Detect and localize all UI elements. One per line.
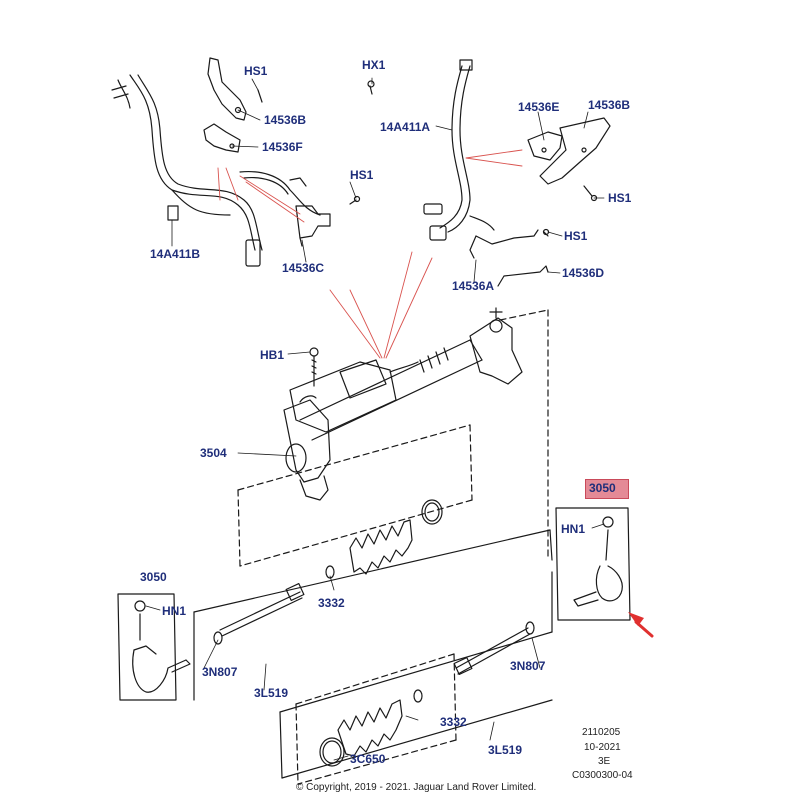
version-code: 3E (598, 756, 611, 767)
ref-code: 2110205 (582, 727, 621, 738)
steering-rack-3504 (283, 307, 523, 501)
tie-rod-enclosure-upper (193, 529, 553, 701)
label-3504: 3504 (200, 446, 227, 460)
label-hs1-b: HS1 (350, 168, 374, 182)
drawing-number: C0300300-04 (572, 770, 633, 781)
label-hn1-right: HN1 (561, 522, 586, 536)
bracket-14536a (469, 229, 539, 259)
bolt-hs1-a (257, 89, 263, 103)
label-hs1-c: HS1 (608, 191, 632, 205)
label-hs1-d: HS1 (564, 229, 588, 243)
bracket-14536b-left (207, 57, 247, 121)
harness-14a411a (423, 59, 495, 241)
bracket-14536d (497, 265, 549, 287)
harness-14a411b (111, 74, 321, 267)
bracket-14536e (527, 131, 563, 161)
leader-lines (145, 77, 605, 761)
label-hs1-a: HS1 (244, 64, 268, 78)
label-14536a: 14536A (452, 279, 495, 293)
tie-rod-3l519-upper (213, 583, 305, 645)
label-14536f: 14536F (262, 140, 303, 154)
label-14536d: 14536D (562, 266, 605, 280)
label-14536c: 14536C (282, 261, 325, 275)
label-3n807-left: 3N807 (202, 665, 238, 679)
label-3c650: 3C650 (350, 752, 386, 766)
bracket-14536c (295, 205, 331, 247)
label-14a411a: 14A411A (380, 120, 431, 134)
gaiter-3332-upper (325, 499, 443, 579)
date-code: 10-2021 (584, 742, 621, 753)
tie-rod-3l519-lower (453, 621, 535, 675)
label-3l519-lower: 3L519 (488, 743, 523, 757)
highlight-box (585, 479, 629, 499)
label-14536b-left: 14536B (264, 113, 307, 127)
label-3l519-upper: 3L519 (254, 686, 289, 700)
bracket-14536b-right (539, 117, 611, 185)
upper-gaiter-enclosure (237, 309, 549, 567)
tie-rod-end-3050-left (117, 593, 191, 701)
label-3332-upper: 3332 (318, 596, 345, 610)
label-14536b-right: 14536B (588, 98, 631, 112)
pointer-arrow-icon (628, 612, 654, 638)
bracket-14536f (203, 123, 241, 153)
red-leader-lines (217, 149, 523, 359)
label-14a411b: 14A411B (150, 247, 201, 261)
label-3n807-right: 3N807 (510, 659, 546, 673)
label-3050-right: 3050 (589, 481, 616, 495)
gaiter-3332-lower (319, 689, 423, 767)
label-14536e: 14536E (518, 100, 560, 114)
bolt-hb1 (309, 347, 319, 387)
label-hn1-left: HN1 (162, 604, 187, 618)
tie-rod-enclosure-lower (279, 571, 553, 779)
tie-rod-end-3050-right (555, 507, 631, 621)
label-3332-lower: 3332 (440, 715, 467, 729)
bolt-hs1-c (583, 185, 593, 197)
lower-gaiter-enclosure (295, 653, 457, 785)
label-hx1: HX1 (362, 58, 386, 72)
label-3050-left: 3050 (140, 570, 167, 584)
label-hb1: HB1 (260, 348, 285, 362)
copyright-text: © Copyright, 2019 - 2021. Jaguar Land Ro… (296, 782, 537, 793)
